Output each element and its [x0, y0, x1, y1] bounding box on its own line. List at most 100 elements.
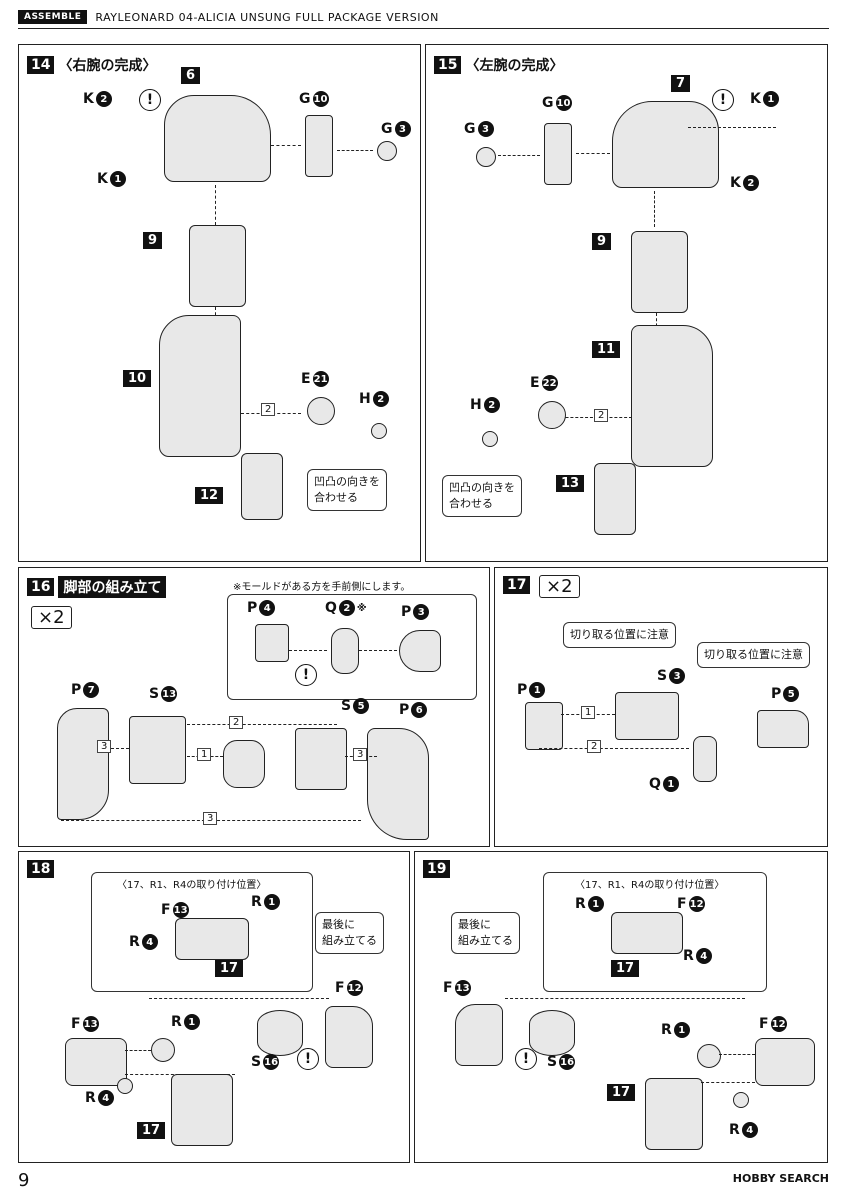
arrow-line [289, 650, 327, 651]
step-number: 19 [423, 860, 451, 878]
part-g10 [544, 123, 572, 185]
arrow-line [654, 191, 655, 227]
multiplier-badge: ×2 [539, 575, 580, 598]
shoulder-part [612, 101, 719, 188]
part-q2-assembled [223, 740, 265, 788]
part-number: 9 [143, 232, 163, 249]
step-title: 〈右腕の完成〉 [58, 58, 157, 74]
part-p1 [525, 702, 563, 750]
part-p6 [367, 728, 429, 840]
part-number: 10 [123, 370, 152, 387]
step18-heading: 18 [27, 860, 55, 878]
caution-icon: ! [139, 89, 161, 111]
step15-panel: 15 〈左腕の完成〉 7 ! G10 G3 K1 K2 9 1 11 2 E22… [425, 44, 828, 562]
mold-note: ※モールドがある方を手前側にします。 [233, 582, 411, 593]
sequence-box: 3 [97, 740, 112, 753]
part-f12 [755, 1038, 815, 1086]
sequence-box: 1 [581, 706, 596, 719]
part-number: 17 [611, 960, 640, 977]
part-r1 [151, 1038, 175, 1062]
part-number: 17 [215, 960, 244, 977]
part-h2 [371, 423, 387, 439]
part-q2 [331, 628, 359, 674]
arrow-line [688, 127, 776, 128]
sequence-box: 2 [229, 716, 244, 729]
detail-box [227, 594, 477, 700]
part-g3 [377, 141, 397, 161]
sequence-box: 1 [197, 748, 212, 761]
arrow-line [215, 185, 216, 225]
part-17 [645, 1078, 703, 1150]
caution-icon: ! [295, 664, 317, 686]
step-number: 16 [27, 578, 55, 596]
part-s16 [529, 1010, 575, 1056]
callout-align: 凹凸の向きを 合わせる [307, 469, 387, 511]
hand-part [241, 453, 283, 520]
detail-box [91, 872, 313, 992]
part-f12 [325, 1006, 373, 1068]
part-f13 [65, 1038, 127, 1086]
caution-icon: ! [515, 1048, 537, 1070]
step15-heading: 15 〈左腕の完成〉 [434, 55, 563, 75]
step14-heading: 14 〈右腕の完成〉 [27, 55, 156, 75]
part-r4 [117, 1078, 133, 1094]
step-number: 15 [434, 56, 462, 74]
arrow-line [125, 1074, 235, 1075]
detail-subtitle: 〈17、R1、R4の取り付け位置〉 [575, 880, 725, 891]
callout-cut-position: 切り取る位置に注意 [697, 642, 810, 668]
forearm-part [159, 315, 241, 457]
forearm-part [631, 325, 713, 467]
arrow-line [539, 748, 689, 749]
callout-align: 凹凸の向きを 合わせる [442, 475, 522, 517]
arrow-line [359, 650, 397, 651]
callout-assemble-last: 最後に 組み立てる [315, 912, 384, 954]
part-p3 [399, 630, 441, 672]
hand-part [594, 463, 636, 535]
sequence-box: 3 [353, 748, 368, 761]
multiplier-badge: ×2 [31, 606, 72, 629]
step17-heading: 17 [503, 576, 531, 594]
arrow-line [187, 724, 337, 725]
credit-watermark: HOBBY SEARCH [732, 1172, 829, 1185]
assemble-badge: ASSEMBLE [18, 10, 88, 24]
part-17 [171, 1074, 233, 1146]
sequence-box: 2 [587, 740, 602, 753]
part-s13 [129, 716, 186, 784]
step-title: 脚部の組み立て [58, 576, 167, 598]
part-p4 [255, 624, 289, 662]
step-number: 18 [27, 860, 55, 878]
part-p7 [57, 708, 109, 820]
arrow-line [337, 150, 373, 151]
detail-box [543, 872, 767, 992]
part-number: 7 [671, 75, 691, 92]
arrow-line [111, 748, 129, 749]
detail-subtitle: 〈17、R1、R4の取り付け位置〉 [117, 880, 267, 891]
